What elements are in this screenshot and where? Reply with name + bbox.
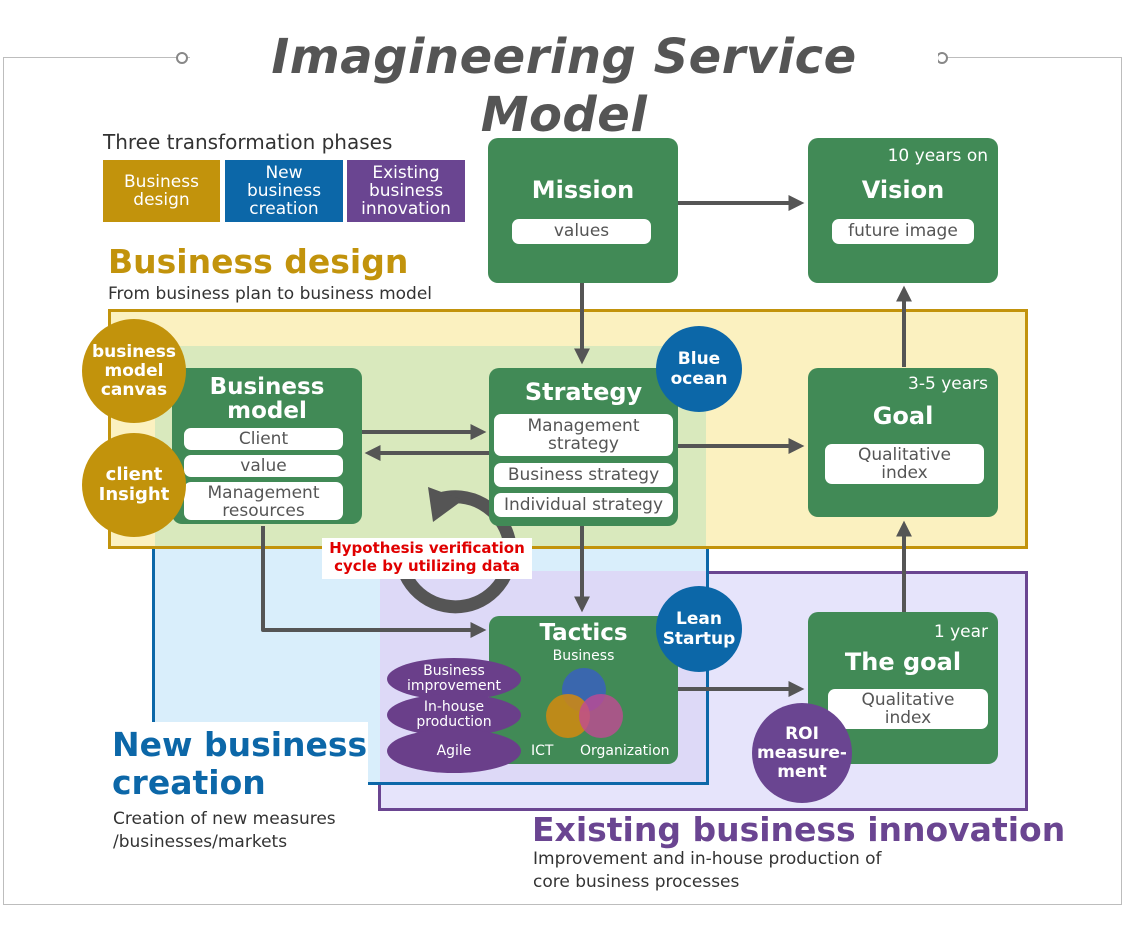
vision-tag: 10 years on bbox=[887, 146, 988, 166]
bm-pill-resources: Management resources bbox=[184, 482, 343, 520]
title-left-dot bbox=[176, 52, 188, 64]
blue-ocean-circle: Blue ocean bbox=[656, 326, 742, 412]
business-model-box: Business model Client value Management r… bbox=[172, 368, 362, 524]
bm-pill-client: Client bbox=[184, 428, 343, 450]
strategy-title: Strategy bbox=[524, 378, 643, 406]
goal-long-title: Goal bbox=[872, 402, 934, 430]
business-design-title: Business design bbox=[108, 242, 409, 281]
mission-pill: values bbox=[512, 219, 651, 244]
lean-startup-circle: Lean Startup bbox=[656, 586, 742, 672]
page-title: Imagineering Service Model bbox=[190, 28, 938, 144]
existing-business-subtitle: Improvement and in-house production of c… bbox=[533, 849, 882, 892]
strategy-pill-management: Management strategy bbox=[494, 414, 673, 456]
goal-long-tag: 3-5 years bbox=[908, 374, 988, 394]
venn-ict-label: ICT bbox=[531, 743, 554, 759]
goal-short-title: The goal bbox=[844, 648, 962, 676]
new-business-subtitle: Creation of new measures /businesses/mar… bbox=[113, 809, 336, 852]
tactics-box: Tactics Business ICT Organization bbox=[489, 616, 678, 764]
bm-pill-value: value bbox=[184, 455, 343, 477]
goal-long-box: 3-5 years Goal Qualitative index bbox=[808, 368, 998, 517]
mission-box: Mission values bbox=[488, 138, 678, 283]
bm-canvas-circle: business model canvas bbox=[82, 319, 186, 423]
cycle-ring bbox=[394, 490, 517, 614]
legend-heading: Three transformation phases bbox=[103, 130, 393, 154]
oval-in-house-production: In-house production bbox=[387, 694, 521, 736]
new-business-title: New business creation bbox=[112, 725, 368, 802]
cycle-arrowhead bbox=[428, 487, 463, 522]
mission-title: Mission bbox=[531, 176, 635, 204]
goal-short-tag: 1 year bbox=[933, 622, 988, 642]
oval-business-improvement: Business improvement bbox=[387, 658, 521, 700]
new-business-title-bg bbox=[106, 722, 368, 804]
client-insight-circle: client Insight bbox=[82, 433, 186, 537]
strategy-pill-individual: Individual strategy bbox=[494, 493, 673, 517]
strategy-pill-business: Business strategy bbox=[494, 463, 673, 487]
existing-business-title: Existing business innovation bbox=[532, 810, 1066, 849]
goal-short-box: 1 year The goal Qualitative index bbox=[808, 612, 998, 764]
vision-title: Vision bbox=[861, 176, 945, 204]
vision-pill: future image bbox=[832, 219, 974, 244]
roi-circle: ROI measure- ment bbox=[752, 703, 852, 803]
venn-organization-label: Organization bbox=[580, 743, 670, 759]
goal-short-pill: Qualitative index bbox=[828, 689, 988, 729]
business-model-title: Business model bbox=[209, 374, 325, 424]
business-design-subtitle: From business plan to business model bbox=[108, 284, 433, 304]
cycle-label: Hypothesis verification cycle by utilizi… bbox=[322, 538, 532, 579]
tactics-title: Tactics bbox=[539, 620, 628, 646]
legend-new-business: New business creation bbox=[225, 160, 343, 222]
arrow-bm-tactics bbox=[261, 526, 487, 638]
goal-long-pill: Qualitative index bbox=[825, 444, 984, 484]
venn-business-label: Business bbox=[552, 648, 615, 664]
legend-business-design: Business design bbox=[103, 160, 220, 222]
strategy-box: Strategy Management strategy Business st… bbox=[489, 368, 678, 526]
vision-box: 10 years on Vision future image bbox=[808, 138, 998, 283]
venn-ict-circle bbox=[546, 694, 590, 738]
legend-existing-business: Existing business innovation bbox=[347, 160, 465, 222]
venn-diagram bbox=[546, 668, 623, 738]
oval-agile: Agile bbox=[387, 729, 521, 773]
venn-organization-circle bbox=[579, 694, 623, 738]
